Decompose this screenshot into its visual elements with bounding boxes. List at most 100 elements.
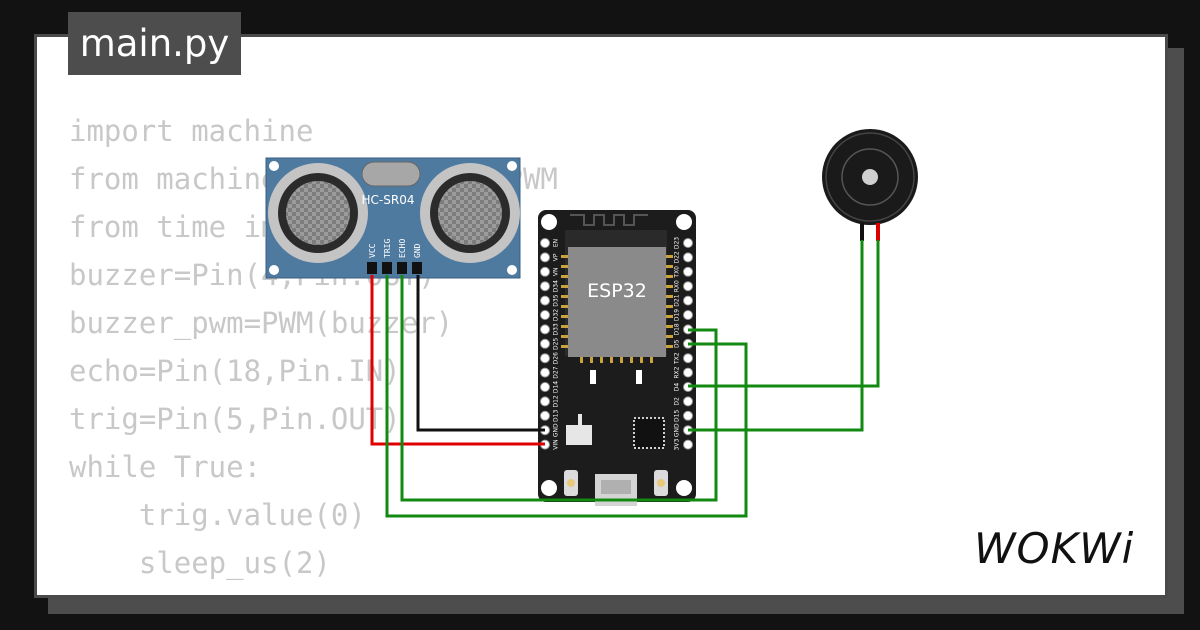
chip-label: ESP32 bbox=[587, 280, 647, 302]
esp32-pin-label: D19 bbox=[674, 309, 681, 321]
esp32-pin-label: TX0 bbox=[674, 266, 681, 279]
code-line: echo=Pin(18,Pin.IN) bbox=[69, 354, 401, 388]
esp32-pin-label: 3V3 bbox=[674, 439, 681, 451]
mount-hole bbox=[507, 265, 517, 275]
esp32-pin-label: D26 bbox=[553, 352, 560, 364]
esp32-pin[interactable] bbox=[540, 324, 550, 335]
sensor-label: HC-SR04 bbox=[362, 193, 415, 207]
chip-pad bbox=[561, 275, 568, 278]
esp32-pin[interactable] bbox=[540, 382, 550, 392]
esp32-pin[interactable] bbox=[683, 410, 693, 421]
sensor-pin-label: VCC bbox=[368, 243, 377, 258]
sensor-pin[interactable] bbox=[382, 262, 392, 274]
esp32-pin-label: VP bbox=[553, 253, 560, 261]
buzzer-hole bbox=[862, 169, 878, 185]
esp32-pin[interactable] bbox=[540, 310, 550, 320]
esp32-pin[interactable] bbox=[540, 266, 550, 277]
esp32-pin[interactable] bbox=[540, 252, 550, 263]
esp32-pin-label: D5 bbox=[674, 339, 681, 348]
mount-hole bbox=[676, 480, 692, 496]
wires bbox=[370, 240, 880, 518]
esp32-pin[interactable] bbox=[540, 396, 550, 407]
esp32-pin-label: D34 bbox=[553, 280, 560, 292]
chip-pad bbox=[666, 325, 673, 328]
chip-pad bbox=[666, 295, 673, 298]
transducer-right bbox=[420, 163, 520, 263]
mount-hole bbox=[269, 265, 279, 275]
chip-pad bbox=[561, 315, 568, 318]
chip-pad bbox=[561, 345, 568, 348]
esp32-pin[interactable] bbox=[683, 439, 693, 450]
esp32-pin[interactable] bbox=[540, 338, 550, 349]
esp32-pin-label: D33 bbox=[553, 323, 560, 335]
esp32-pin-label: D12 bbox=[553, 395, 560, 407]
chip-pad bbox=[666, 285, 673, 288]
chip-pad bbox=[666, 315, 673, 318]
sensor-pin[interactable] bbox=[367, 262, 377, 274]
chip-pad bbox=[666, 335, 673, 338]
smd-led bbox=[590, 370, 596, 384]
reset-button[interactable] bbox=[654, 470, 668, 496]
chip-pad bbox=[561, 335, 568, 338]
esp32-board[interactable]: ESP32 ENVPVND34D35D32D33D25D26D27D14D12D… bbox=[538, 210, 696, 506]
esp32-pin[interactable] bbox=[683, 396, 693, 407]
mount-hole bbox=[676, 214, 692, 230]
esp32-pin[interactable] bbox=[683, 281, 693, 292]
chip-pad bbox=[580, 357, 583, 363]
sensor-pin[interactable] bbox=[397, 262, 407, 274]
boot-button[interactable] bbox=[564, 470, 578, 496]
esp32-pin-label: D15 bbox=[674, 409, 681, 421]
usb-chip bbox=[633, 417, 665, 449]
esp32-pin[interactable] bbox=[540, 238, 550, 248]
chip-pad bbox=[650, 357, 653, 363]
esp32-pin[interactable] bbox=[683, 295, 693, 306]
esp32-pin-label: D21 bbox=[674, 294, 681, 306]
esp32-pin-label: D14 bbox=[553, 381, 560, 393]
sensor-pin-label: GND bbox=[413, 243, 422, 258]
chip-pad bbox=[640, 357, 643, 363]
esp32-chip bbox=[568, 247, 666, 357]
chip-pad bbox=[561, 325, 568, 328]
esp32-pin-label: D32 bbox=[553, 309, 560, 321]
esp32-pin[interactable] bbox=[540, 281, 550, 292]
esp32-pin-label: D22 bbox=[674, 251, 681, 263]
chip-pad bbox=[630, 357, 633, 363]
chip-pad bbox=[666, 255, 673, 258]
chip-pad bbox=[561, 265, 568, 268]
wire-echo bbox=[400, 275, 718, 502]
chip-pad bbox=[610, 357, 613, 363]
transducer-left bbox=[268, 163, 368, 263]
wire-buzzer-signal bbox=[688, 240, 880, 388]
esp32-pin[interactable] bbox=[683, 353, 693, 364]
chip-pad bbox=[666, 265, 673, 268]
esp32-pin-label: D23 bbox=[674, 237, 681, 249]
esp32-pin[interactable] bbox=[540, 295, 550, 306]
code-line: trig.value(1) bbox=[69, 587, 558, 595]
esp32-pin[interactable] bbox=[683, 238, 693, 248]
chip-pad bbox=[561, 295, 568, 298]
crystal-oscillator bbox=[361, 161, 421, 187]
esp32-pin[interactable] bbox=[683, 266, 693, 277]
code-line: buzzer_pwm=PWM(buzzer) bbox=[69, 306, 454, 340]
esp32-pin[interactable] bbox=[540, 367, 550, 378]
chip-pad bbox=[561, 255, 568, 258]
chip-pad bbox=[561, 305, 568, 308]
file-tab[interactable]: main.py bbox=[68, 12, 241, 75]
esp32-pin-label: EN bbox=[553, 239, 560, 247]
esp32-pin[interactable] bbox=[540, 353, 550, 364]
esp32-pin[interactable] bbox=[683, 367, 693, 378]
esp32-pin-label: D18 bbox=[674, 323, 681, 335]
piezo-buzzer[interactable] bbox=[822, 129, 918, 241]
code-line: import machine bbox=[69, 114, 314, 148]
wire-vcc bbox=[370, 275, 545, 446]
wire-buzzer-gnd bbox=[688, 240, 864, 432]
esp32-pin[interactable] bbox=[683, 252, 693, 263]
esp32-pin[interactable] bbox=[540, 410, 550, 421]
mount-hole bbox=[541, 480, 557, 496]
sensor-pin[interactable] bbox=[412, 262, 422, 274]
chip-pad bbox=[561, 285, 568, 288]
esp32-pin[interactable] bbox=[683, 310, 693, 320]
esp32-pin-label: D4 bbox=[674, 383, 681, 392]
